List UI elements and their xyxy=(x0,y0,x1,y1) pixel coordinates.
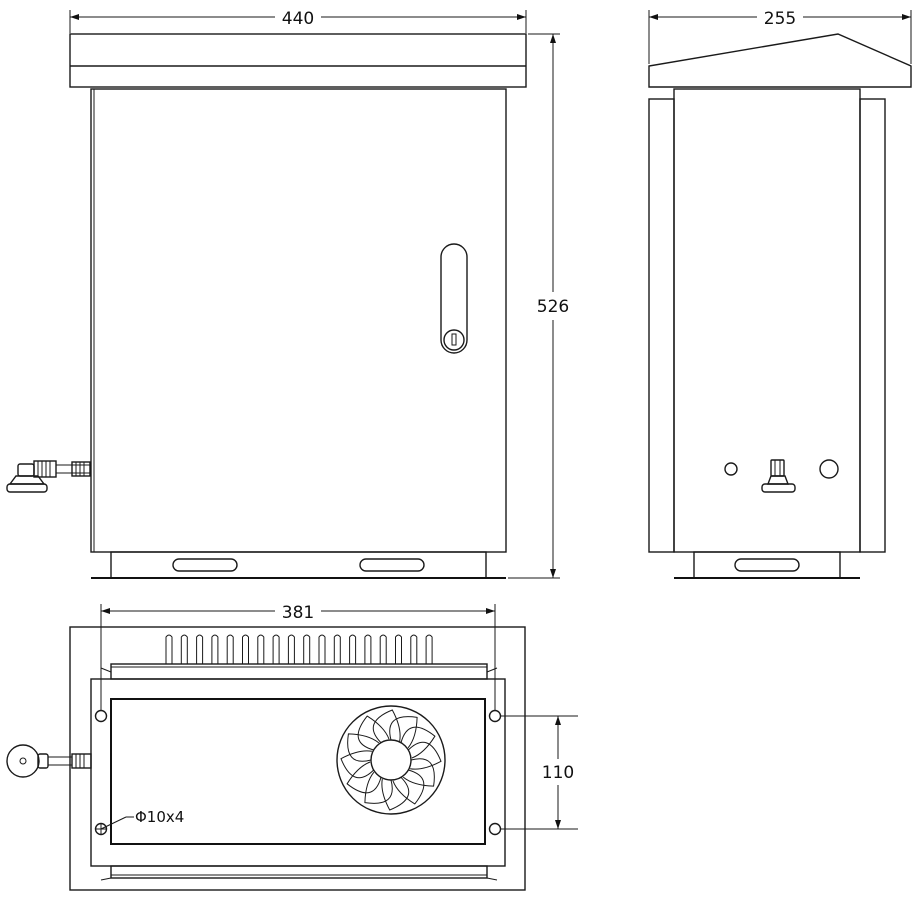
fin xyxy=(425,634,433,664)
dim-side-depth: 255 xyxy=(764,9,796,29)
fan-blade xyxy=(400,726,436,759)
door-handle xyxy=(440,243,468,354)
front-door xyxy=(90,88,507,553)
fin xyxy=(272,634,280,664)
bottom-panel xyxy=(110,698,486,845)
fin xyxy=(226,634,234,664)
fin xyxy=(196,634,204,664)
fin xyxy=(165,634,173,664)
fin xyxy=(318,634,326,664)
keyhole-icon xyxy=(451,333,457,346)
fan-blade xyxy=(407,741,442,770)
cable-connector-icon xyxy=(6,460,91,493)
fin xyxy=(364,634,372,664)
side-roof xyxy=(648,33,912,88)
front-view: 440 526 xyxy=(6,6,574,579)
side-flange-left xyxy=(648,98,675,553)
front-base xyxy=(110,551,487,579)
fin xyxy=(242,634,249,664)
fan-blade xyxy=(402,758,435,787)
side-body xyxy=(673,88,861,553)
fin xyxy=(410,634,418,664)
fin xyxy=(257,634,265,664)
fan-blade xyxy=(364,771,393,804)
side-port-small-icon xyxy=(724,462,738,476)
hole-spec-note: Φ10x4 xyxy=(135,808,184,826)
fan-blade xyxy=(347,733,380,762)
fin xyxy=(379,634,387,664)
fin xyxy=(211,634,219,664)
fin xyxy=(395,634,402,664)
fan-blade xyxy=(392,769,425,805)
dim-front-width: 440 xyxy=(282,9,314,29)
fan-blade xyxy=(372,709,401,744)
fan-blade xyxy=(357,715,390,751)
fan-blade xyxy=(381,776,410,811)
side-base-slot xyxy=(734,558,800,572)
fan-blade xyxy=(389,716,418,749)
dim-hole-spacing: 381 xyxy=(282,603,314,623)
fan-icon xyxy=(336,705,446,815)
fin-strip-bottom xyxy=(110,865,488,879)
heat-sink-fins xyxy=(165,634,433,664)
fin xyxy=(349,634,357,664)
fin xyxy=(333,634,341,664)
side-flange-right xyxy=(859,98,886,553)
side-base xyxy=(693,551,841,579)
dim-height: 526 xyxy=(537,297,569,317)
base-slot-right xyxy=(359,558,425,572)
bottom-outline xyxy=(69,626,526,891)
mount-hole-tr xyxy=(488,709,502,723)
side-cable-connector-icon xyxy=(761,459,796,493)
fin xyxy=(180,634,188,664)
side-port-large-icon xyxy=(819,459,839,479)
fin xyxy=(287,634,295,664)
mount-hole-tl xyxy=(94,709,108,723)
round-connector-icon xyxy=(6,744,92,778)
fan-blade xyxy=(346,761,382,794)
fan-blade xyxy=(340,750,375,779)
front-roof xyxy=(69,33,527,88)
bottom-view: 381 110 Φ10x4 xyxy=(6,601,578,891)
fin-strip-top xyxy=(110,663,488,680)
dim-hole-pitch: 110 xyxy=(542,763,574,783)
base-slot-left xyxy=(172,558,238,572)
mount-hole-br xyxy=(488,822,502,836)
side-view: 255 xyxy=(648,6,912,579)
lock-icon xyxy=(443,329,465,351)
fin xyxy=(303,634,311,664)
